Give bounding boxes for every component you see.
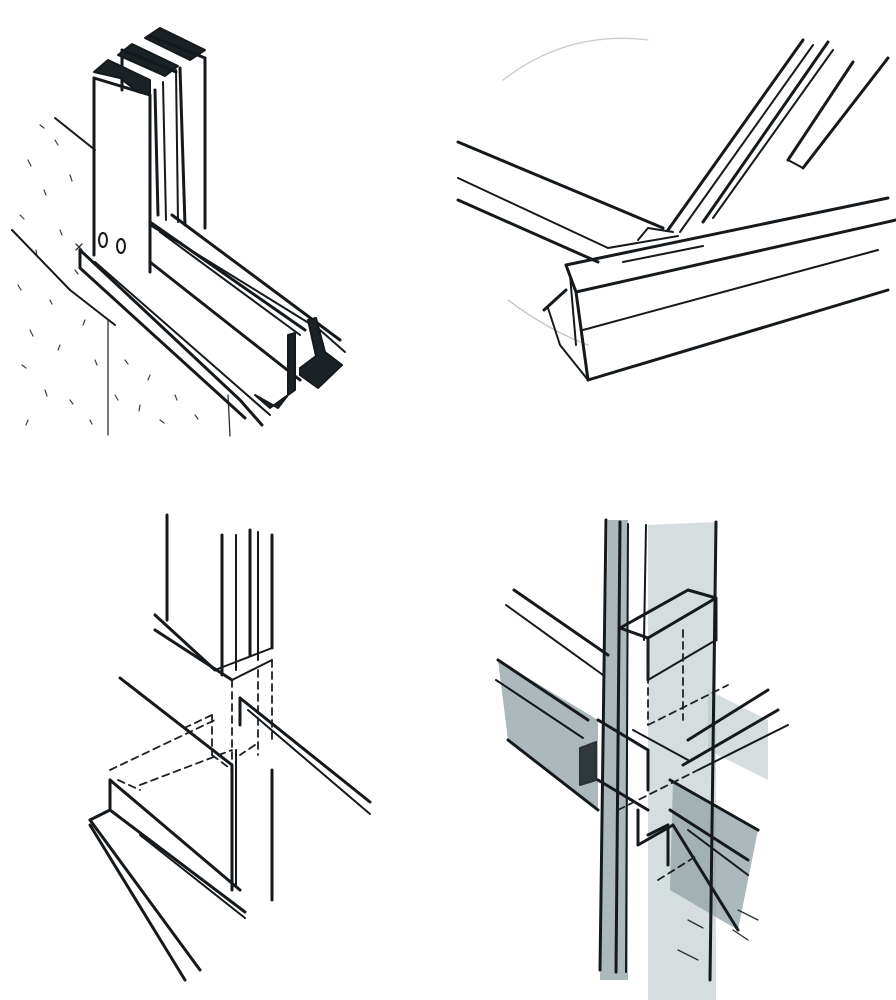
wall-stipple — [17, 124, 199, 426]
shade-left-beam — [498, 660, 598, 810]
sketch-channel-post — [0, 0, 448, 480]
shade-post-side — [600, 520, 628, 980]
bolt-hole — [98, 232, 108, 248]
shade-tenon — [708, 690, 768, 780]
bolt-hole — [116, 238, 126, 254]
rafter-ridge-drawing — [456, 37, 896, 382]
post-beam-tenon-drawing — [88, 513, 372, 982]
sketch-interlocking-joint — [448, 480, 896, 1000]
interlocking-joint-drawing — [495, 518, 789, 1000]
channel-post-drawing — [11, 27, 346, 437]
sketch-post-beam-tenon — [0, 480, 448, 1000]
sketch-rafter-ridge — [448, 0, 896, 480]
